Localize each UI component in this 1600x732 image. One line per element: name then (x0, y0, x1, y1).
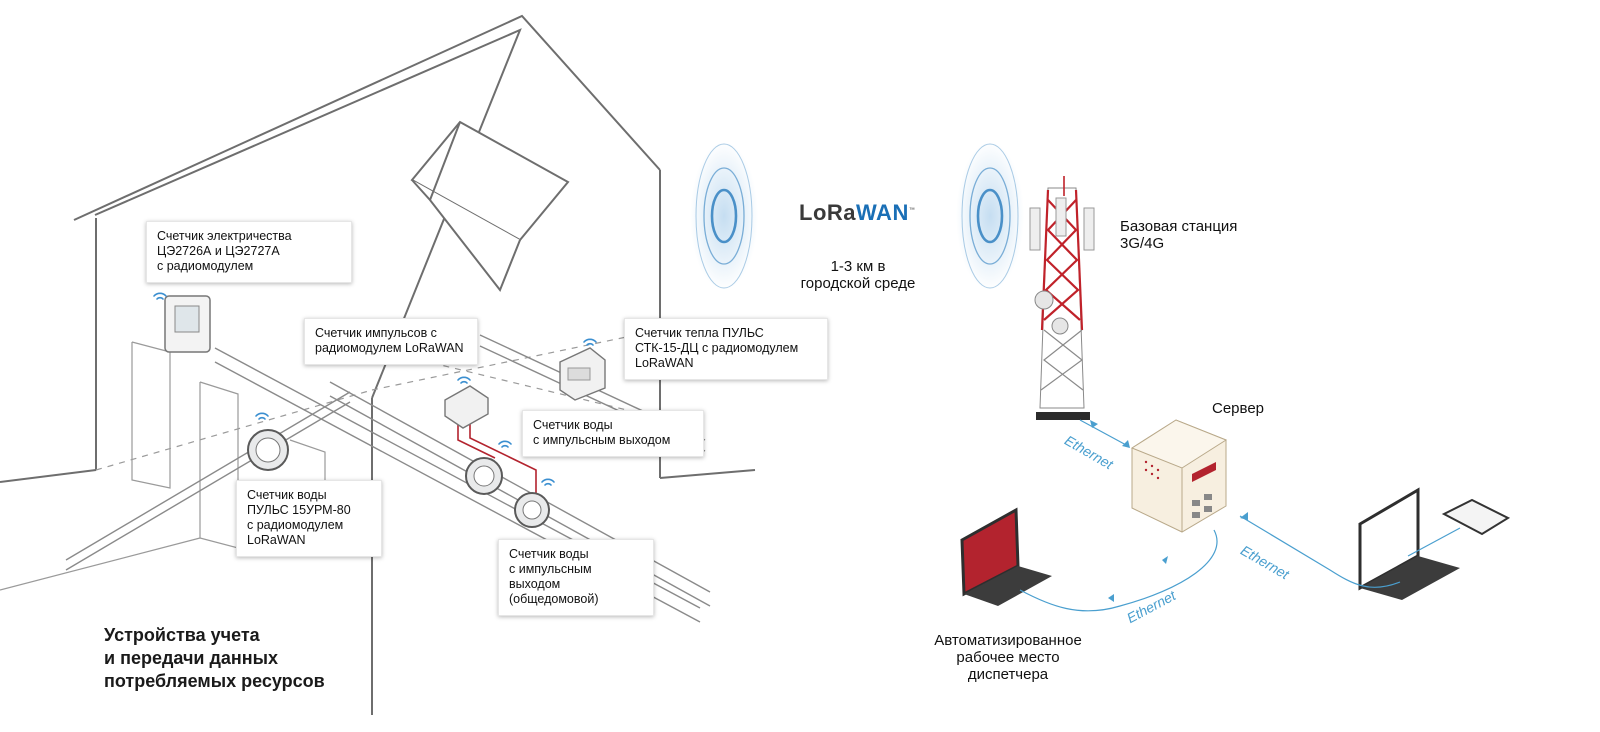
ethernet-links (1019, 419, 1461, 612)
water-meter-pulse-device (465, 457, 503, 495)
ethernet-arrow-heads (1090, 420, 1248, 602)
radio-wave-right (956, 142, 1024, 290)
heat-meter-device (559, 347, 606, 401)
base-station-label: Базовая станция 3G/4G (1120, 218, 1238, 252)
workstation-label: Автоматизированное рабочее место диспетч… (934, 632, 1082, 683)
pulse-counter-device (444, 385, 489, 429)
attic-window (410, 120, 570, 292)
tablet-icon (1441, 498, 1511, 536)
callout-electricity-meter: Счетчик электричества ЦЭ2726А и ЦЭ2727А … (146, 221, 352, 283)
base-station-tower-icon (1029, 176, 1095, 420)
range-label: 1-3 км в городской среде (800, 258, 916, 292)
lorawan-logo-lo: LoRa (799, 200, 856, 225)
radio-wave-left (690, 142, 758, 290)
workstation-laptop-red-icon (960, 507, 1052, 606)
lorawan-logo-tm: ™ (908, 207, 916, 214)
water-meter-lorawan-device (247, 429, 289, 471)
callout-heat-meter: Счетчик тепла ПУЛЬС СТК-15-ДЦ с радиомод… (624, 318, 828, 380)
house-caption: Устройства учета и передачи данных потре… (104, 625, 325, 691)
laptop-dark-icon (1358, 487, 1460, 600)
wifi-icons (153, 292, 597, 486)
callout-water-meter-common: Счетчик воды с импульсным выходом (общед… (498, 539, 654, 616)
server-icon (1130, 419, 1228, 533)
electricity-meter-device (164, 295, 211, 353)
callout-water-meter-lorawan: Счетчик воды ПУЛЬС 15УРМ-80 с радиомодул… (236, 480, 382, 557)
server-label: Сервер (1212, 400, 1265, 417)
callout-water-meter-pulse: Счетчик воды с импульсным выходом (522, 410, 704, 457)
callout-pulse-counter: Счетчик импульсов с радиомодулем LoRaWAN (304, 318, 478, 365)
lorawan-logo: LoRaWAN™ (799, 200, 915, 226)
lorawan-logo-wan: WAN (856, 200, 909, 225)
water-meter-common-device (514, 492, 550, 528)
